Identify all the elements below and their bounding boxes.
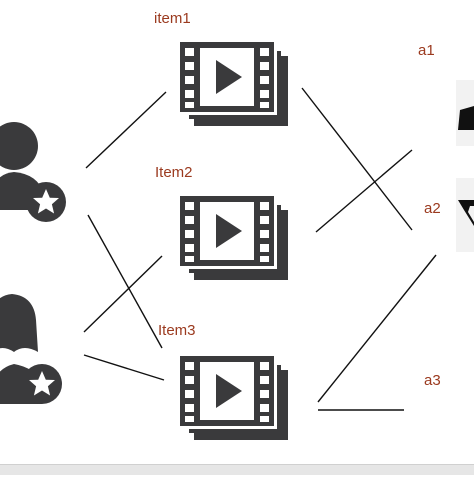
label-item2: Item2 (155, 164, 193, 181)
a1-target-icon (456, 80, 474, 146)
label-item3: Item3 (158, 322, 196, 339)
edge-item2-a1 (315, 149, 413, 233)
edge-user1-item3 (87, 214, 163, 349)
edge-item3-a2 (317, 254, 437, 403)
edge-user2-item3a (83, 354, 165, 381)
item3-film-icon (180, 356, 288, 440)
bottom-edge-strip (0, 464, 474, 475)
edge-user1-item1 (85, 91, 167, 169)
item1-film-icon (180, 42, 288, 126)
label-a2: a2 (424, 200, 441, 217)
label-a1: a1 (418, 42, 435, 59)
label-item1: item1 (154, 10, 191, 27)
label-a3: a3 (424, 372, 441, 389)
edge-item1-a2 (301, 87, 413, 231)
user-female-icon (0, 294, 62, 404)
a2-target-icon (456, 178, 474, 252)
edge-user2-item2 (83, 255, 163, 333)
connection-lines (83, 87, 437, 411)
user-male-icon (0, 122, 66, 222)
item2-film-icon (180, 196, 288, 280)
